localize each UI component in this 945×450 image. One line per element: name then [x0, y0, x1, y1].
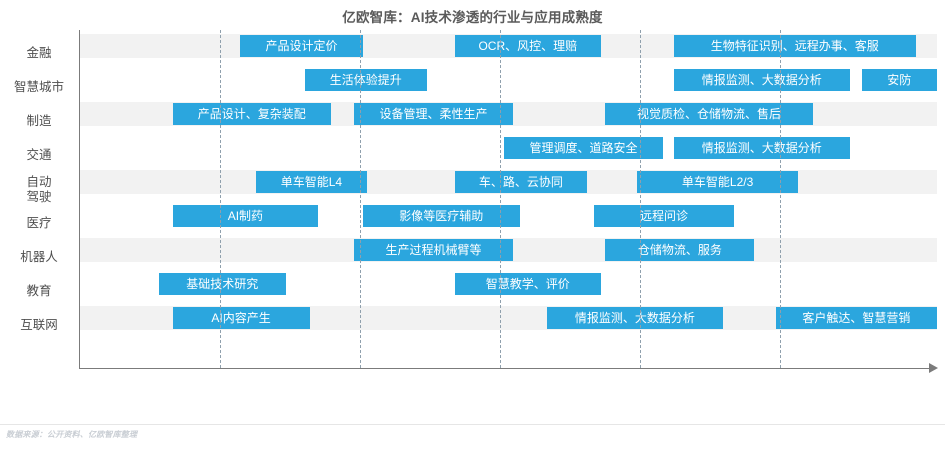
chart-bar[interactable]: 影像等医疗辅助 — [362, 205, 520, 227]
y-axis-label-3: 交通 — [0, 148, 78, 163]
y-axis-label-6: 机器人 — [0, 250, 78, 265]
y-axis-label-7: 教育 — [0, 284, 78, 299]
chart-gridline-0 — [219, 30, 221, 368]
chart-bar[interactable]: 视觉质检、仓储物流、售后 — [605, 103, 813, 125]
y-axis-label-line: 制造 — [26, 114, 52, 128]
y-axis-label-1: 智慧城市 — [0, 80, 78, 95]
chart-bar[interactable]: 生物特征识别、远程办事、客服 — [673, 35, 916, 57]
chart-bar[interactable]: AI制药 — [172, 205, 319, 227]
y-axis-label-line: 交通 — [26, 148, 52, 162]
page-title: 亿欧智库：AI技术渗透的行业与应用成熟度 — [342, 10, 603, 25]
chart-bar[interactable]: 情报监测、大数据分析 — [547, 307, 723, 329]
chart-gridline-3 — [639, 30, 641, 368]
chart-bar[interactable]: 情报监测、大数据分析 — [673, 69, 850, 91]
chart-bar[interactable]: 生活体验提升 — [304, 69, 428, 91]
y-axis-label-8: 互联网 — [0, 318, 78, 333]
chart-bar[interactable]: 产品设计定价 — [240, 35, 363, 57]
chart-bar[interactable]: 生产过程机械臂等 — [354, 239, 513, 261]
chart-gridline-4 — [780, 30, 782, 368]
chart-bar[interactable]: 车、路、云协同 — [454, 171, 588, 193]
footer-divider — [0, 424, 945, 425]
chart-bar[interactable]: 基础技术研究 — [158, 273, 286, 295]
chart-bar[interactable]: 管理调度、道路安全 — [504, 137, 663, 159]
x-axis-line — [79, 368, 931, 369]
chart-bar[interactable]: 设备管理、柔性生产 — [354, 103, 513, 125]
y-axis-label-line: 智慧城市 — [13, 80, 64, 94]
y-axis-label-line: 互联网 — [20, 318, 58, 332]
y-axis-label-line: 驾驶 — [26, 189, 52, 204]
chart-bar[interactable]: AI内容产生 — [172, 307, 310, 329]
y-axis-label-line: 医疗 — [26, 216, 52, 230]
y-axis-label-0: 金融 — [0, 46, 78, 61]
chart-bar[interactable]: OCR、风控、理赔 — [454, 35, 602, 57]
y-axis-label-line: 金融 — [26, 46, 52, 60]
chart-bar[interactable]: 仓储物流、服务 — [605, 239, 755, 261]
chart-bar[interactable]: 智慧教学、评价 — [454, 273, 602, 295]
chart-bar[interactable]: 单车智能L2/3 — [637, 171, 799, 193]
chart-gridline-2 — [499, 30, 501, 368]
y-axis-label-4: 自动驾驶 — [0, 175, 78, 205]
chart-bar[interactable]: 产品设计、复杂装配 — [172, 103, 332, 125]
chart-bar[interactable]: 客户触达、智慧营销 — [775, 307, 937, 329]
y-axis-label-5: 医疗 — [0, 216, 78, 231]
y-axis-label-line: 机器人 — [20, 250, 58, 264]
chart-gridline-1 — [360, 30, 362, 368]
x-axis-stage-captions — [80, 372, 940, 412]
y-axis-label-line: 教育 — [26, 284, 52, 298]
chart-bar[interactable]: 单车智能L4 — [255, 171, 368, 193]
chart-plot-area: 金融智慧城市制造交通自动驾驶医疗机器人教育互联网 产品设计定价 OCR、风控、理赔… — [0, 30, 945, 373]
y-axis-label-2: 制造 — [0, 114, 78, 129]
source-note: 数据来源：公开资料、亿欧智库整理 — [6, 430, 138, 439]
chart-bar[interactable]: 情报监测、大数据分析 — [673, 137, 850, 159]
chart-bar[interactable]: 远程问诊 — [594, 205, 734, 227]
y-axis-line — [79, 30, 80, 368]
y-axis-category-labels: 金融智慧城市制造交通自动驾驶医疗机器人教育互联网 — [0, 30, 78, 362]
x-axis-arrow-icon — [929, 363, 938, 373]
chart-bar[interactable]: 安防 — [861, 69, 937, 91]
y-axis-label-line: 自动 — [26, 174, 52, 189]
